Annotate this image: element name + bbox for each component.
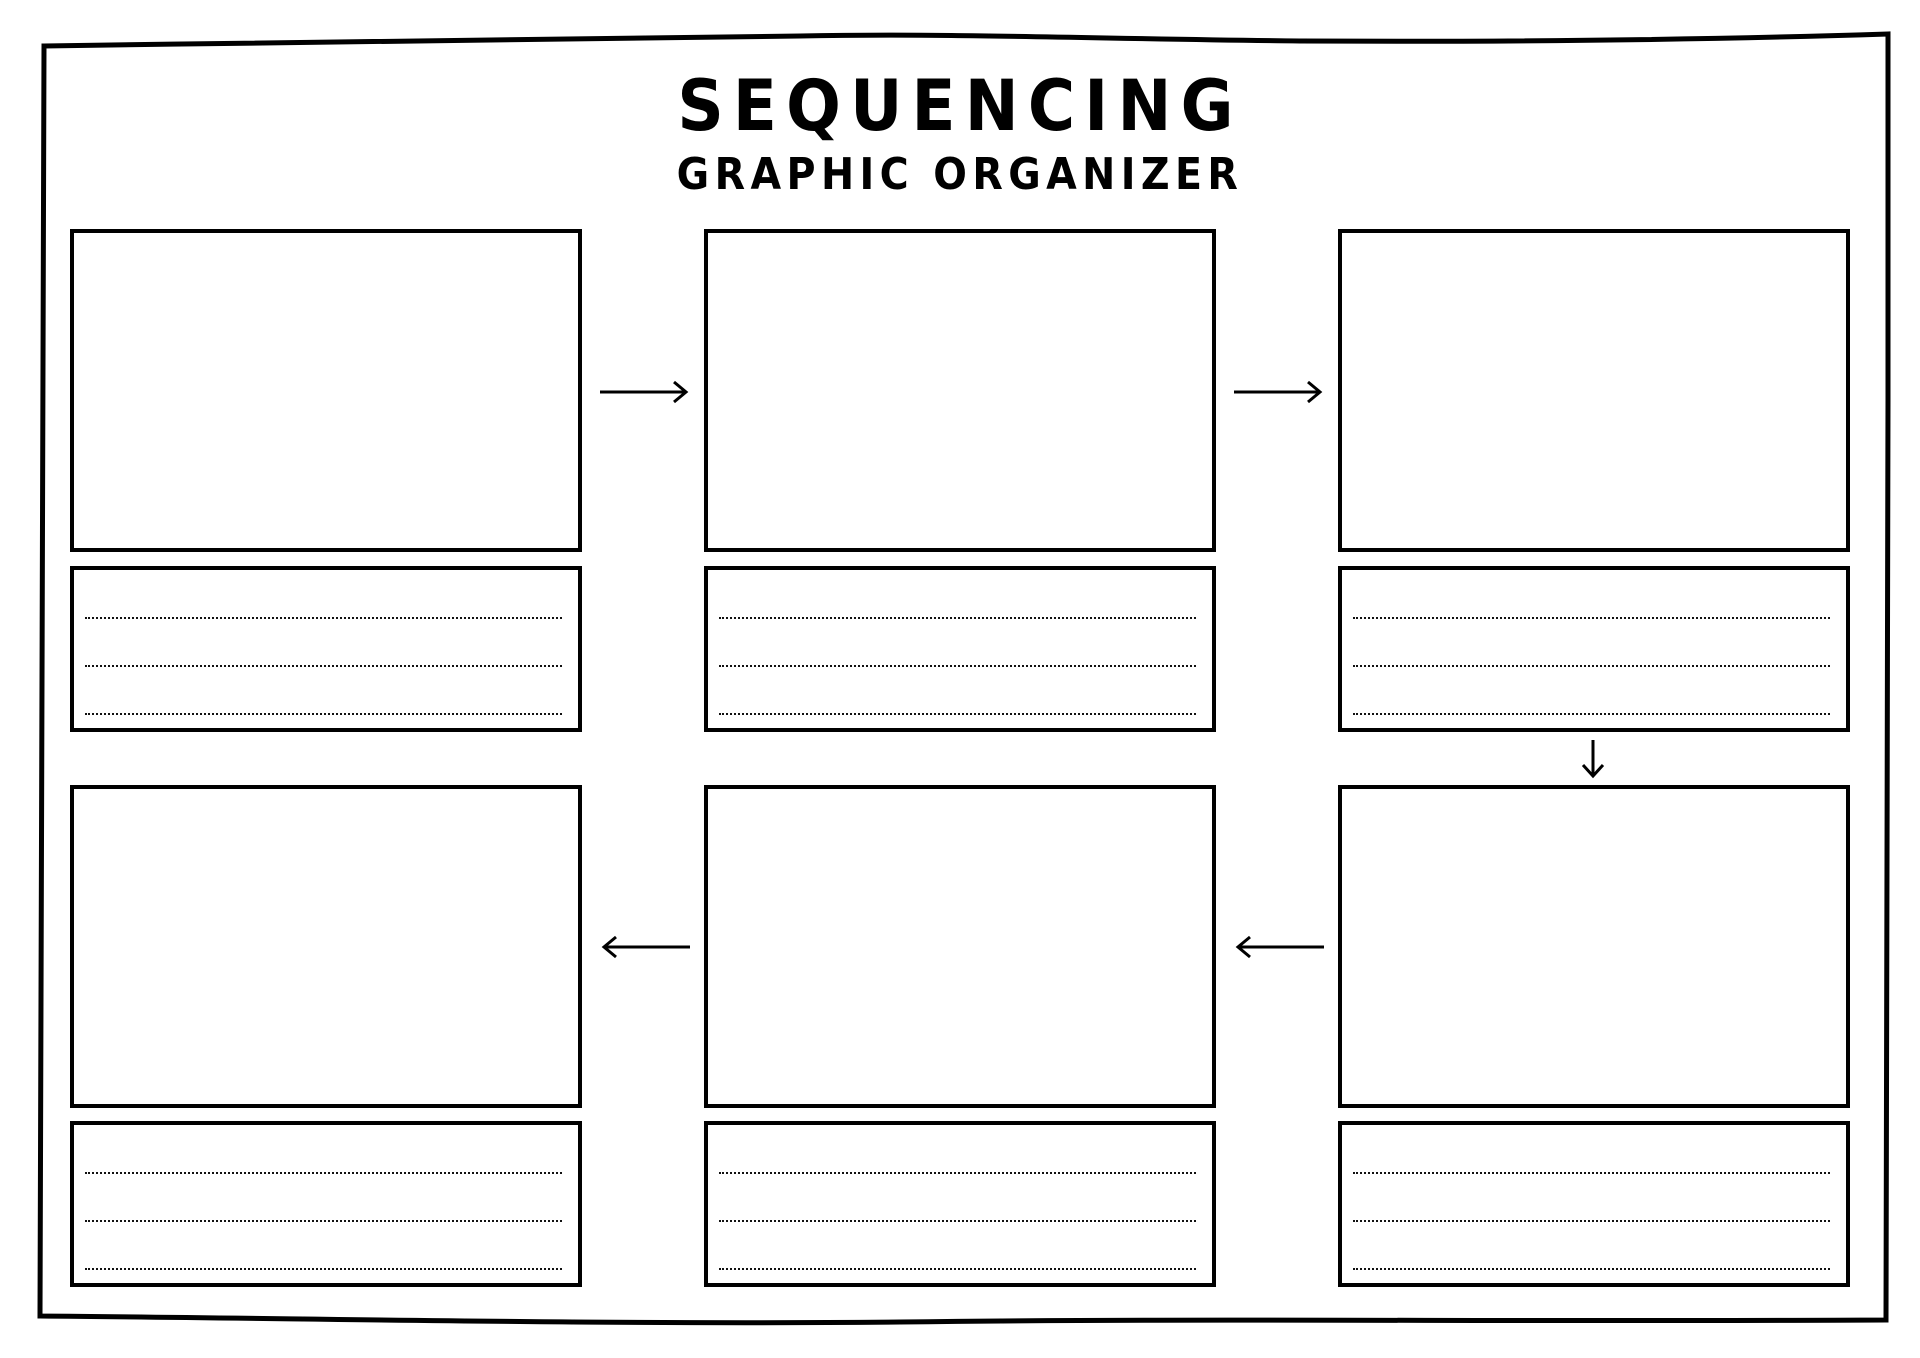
step-2-picture-box[interactable] bbox=[704, 229, 1216, 552]
writing-line[interactable] bbox=[85, 665, 562, 667]
step-3-writing-box[interactable] bbox=[1338, 566, 1850, 732]
arrow-down-icon bbox=[1581, 740, 1605, 779]
writing-line[interactable] bbox=[1353, 1172, 1830, 1174]
writing-line[interactable] bbox=[85, 1220, 562, 1222]
writing-line[interactable] bbox=[719, 1268, 1196, 1270]
arrow-right-icon bbox=[600, 380, 689, 404]
writing-line[interactable] bbox=[85, 617, 562, 619]
step-5-picture-box[interactable] bbox=[704, 785, 1216, 1108]
step-6-picture-box[interactable] bbox=[70, 785, 582, 1108]
writing-line[interactable] bbox=[1353, 617, 1830, 619]
arrow-left-icon bbox=[601, 935, 690, 959]
writing-line[interactable] bbox=[85, 1172, 562, 1174]
page-title: SEQUENCING bbox=[677, 65, 1243, 147]
arrow-left-icon bbox=[1235, 935, 1324, 959]
writing-line[interactable] bbox=[719, 1220, 1196, 1222]
writing-line[interactable] bbox=[719, 665, 1196, 667]
step-3-picture-box[interactable] bbox=[1338, 229, 1850, 552]
page-subtitle: GRAPHIC ORGANIZER bbox=[676, 149, 1244, 200]
step-5-writing-box[interactable] bbox=[704, 1121, 1216, 1287]
writing-line[interactable] bbox=[85, 1268, 562, 1270]
step-4-writing-box[interactable] bbox=[1338, 1121, 1850, 1287]
writing-line[interactable] bbox=[1353, 665, 1830, 667]
arrow-right-icon bbox=[1234, 380, 1323, 404]
writing-line[interactable] bbox=[719, 1172, 1196, 1174]
step-1-writing-box[interactable] bbox=[70, 566, 582, 732]
writing-line[interactable] bbox=[85, 713, 562, 715]
writing-line[interactable] bbox=[719, 617, 1196, 619]
writing-line[interactable] bbox=[1353, 713, 1830, 715]
writing-line[interactable] bbox=[1353, 1220, 1830, 1222]
writing-line[interactable] bbox=[1353, 1268, 1830, 1270]
step-1-picture-box[interactable] bbox=[70, 229, 582, 552]
writing-line[interactable] bbox=[719, 713, 1196, 715]
step-4-picture-box[interactable] bbox=[1338, 785, 1850, 1108]
step-2-writing-box[interactable] bbox=[704, 566, 1216, 732]
step-6-writing-box[interactable] bbox=[70, 1121, 582, 1287]
